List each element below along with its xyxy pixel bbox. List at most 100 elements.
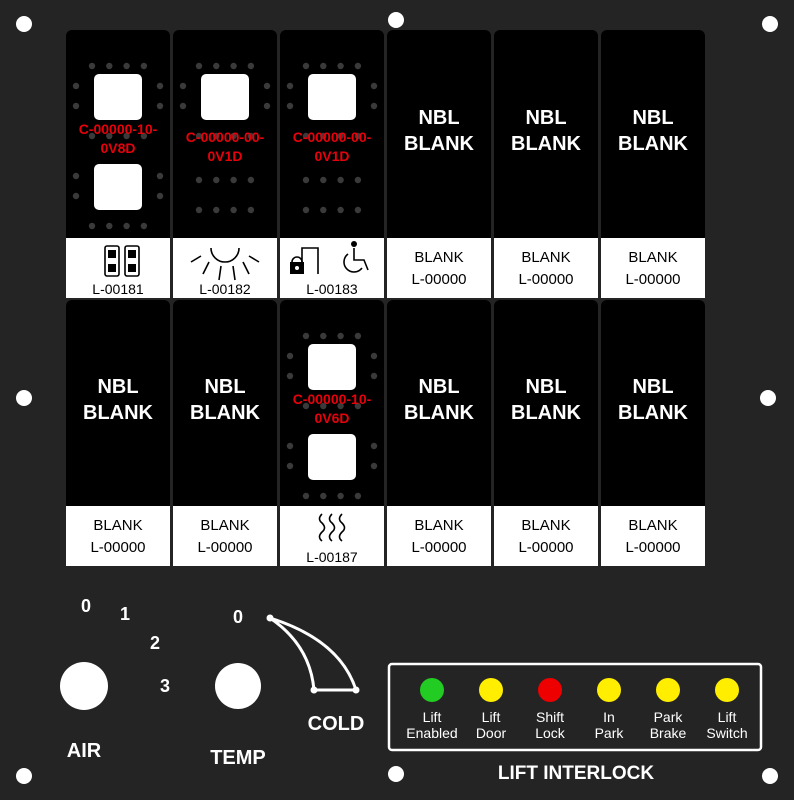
rocker-button[interactable]	[94, 74, 142, 120]
blank-plate-text: BLANK	[618, 402, 689, 424]
mount-dot	[337, 176, 344, 184]
label-text: L-00183	[306, 281, 358, 297]
blank-plate-text: BLANK	[83, 402, 154, 424]
label-strip	[66, 506, 170, 566]
mount-dot	[72, 102, 80, 110]
mount-dot	[247, 62, 255, 70]
mount-dot	[213, 62, 220, 70]
label-text: BLANK	[521, 249, 570, 266]
mount-dot	[302, 176, 310, 184]
mount-dot	[320, 402, 327, 410]
blank-plate-text: NBL	[97, 376, 138, 398]
module-body	[601, 30, 705, 298]
mount-dot	[230, 62, 237, 70]
mounting-hole	[388, 766, 404, 782]
indicator-led	[715, 678, 739, 702]
module-body	[173, 30, 277, 298]
rocker-button[interactable]	[308, 74, 356, 120]
rocker-button[interactable]	[308, 344, 356, 390]
mount-dot	[156, 102, 164, 110]
mount-dot	[320, 62, 327, 70]
air-label: AIR	[67, 740, 102, 762]
mount-dot	[370, 82, 378, 90]
part-code: C-00000-00-	[186, 129, 265, 145]
air-position-2: 2	[150, 633, 160, 653]
mount-dot	[247, 176, 255, 184]
mount-dot	[302, 402, 310, 410]
module-body	[494, 30, 598, 298]
mount-dot	[354, 132, 362, 140]
label-text: L-00000	[625, 539, 680, 556]
label-strip	[494, 238, 598, 298]
mount-dot	[123, 222, 130, 230]
temp-knob[interactable]	[215, 663, 261, 709]
mount-dot	[195, 132, 203, 140]
mount-dot	[320, 332, 327, 340]
mounting-hole	[388, 12, 404, 28]
mount-dot	[230, 176, 237, 184]
mount-dot	[370, 352, 378, 360]
mount-dot	[195, 176, 203, 184]
module-body	[387, 300, 491, 566]
temp-label: TEMP	[210, 747, 266, 769]
mount-dot	[320, 492, 327, 500]
mount-dot	[106, 222, 113, 230]
lift-interlock-panel: LiftEnabledLiftDoorShiftLockInParkParkBr…	[387, 662, 763, 784]
indicator-led	[479, 678, 503, 702]
mount-dot	[354, 176, 362, 184]
mounting-hole	[16, 390, 32, 406]
module-body	[173, 300, 277, 566]
part-code: 0V8D	[100, 140, 135, 156]
mount-dot	[247, 206, 255, 214]
label-text: L-00000	[90, 539, 145, 556]
label-text: BLANK	[414, 517, 463, 534]
mounting-hole	[762, 768, 778, 784]
label-strip	[601, 238, 705, 298]
mount-dot	[286, 462, 294, 470]
rocker-button[interactable]	[94, 164, 142, 210]
mount-dot	[106, 132, 113, 140]
indicator-label: Shift	[536, 709, 564, 725]
mounting-hole	[762, 16, 778, 32]
indicator-led	[538, 678, 562, 702]
temp-min-label: 0	[233, 607, 243, 627]
label-strip	[66, 238, 170, 298]
air-knob[interactable]	[60, 662, 108, 710]
blank-module: NBL BLANK BLANK L-00000	[387, 300, 491, 566]
mount-dot	[337, 402, 344, 410]
label-text: L-00000	[411, 539, 466, 556]
indicator-label: Lift	[482, 709, 501, 725]
rocker-button[interactable]	[201, 74, 249, 120]
mount-dot	[123, 132, 130, 140]
label-strip	[494, 506, 598, 566]
indicator-label: Park	[654, 709, 684, 725]
indicator-label: Lock	[535, 725, 566, 741]
mount-dot	[302, 332, 310, 340]
indicator-label: Switch	[706, 725, 747, 741]
temp-control: 0 COLD TEMP	[210, 607, 364, 769]
blank-plate-text: NBL	[525, 376, 566, 398]
mount-dot	[88, 132, 96, 140]
blank-plate-text: NBL	[418, 376, 459, 398]
air-position-1: 1	[120, 604, 130, 624]
blank-plate-text: NBL	[525, 107, 566, 129]
mount-dot	[72, 192, 80, 200]
mount-dot	[140, 62, 148, 70]
blank-plate-text: NBL	[632, 107, 673, 129]
indicator-label: Enabled	[406, 725, 457, 741]
mount-dot	[302, 62, 310, 70]
indicator-led	[597, 678, 621, 702]
module-body	[601, 300, 705, 566]
lift-lock-wheelchair-icon	[290, 241, 369, 274]
blank-plate-text: BLANK	[404, 402, 475, 424]
lift-interlock-indicators: LiftEnabledLiftDoorShiftLockInParkParkBr…	[406, 678, 748, 741]
blank-plate-text: NBL	[632, 376, 673, 398]
blank-plate-text: BLANK	[190, 402, 261, 424]
label-strip	[387, 506, 491, 566]
rocker-button[interactable]	[308, 434, 356, 480]
air-control: 0 1 2 3 AIR	[60, 596, 170, 762]
